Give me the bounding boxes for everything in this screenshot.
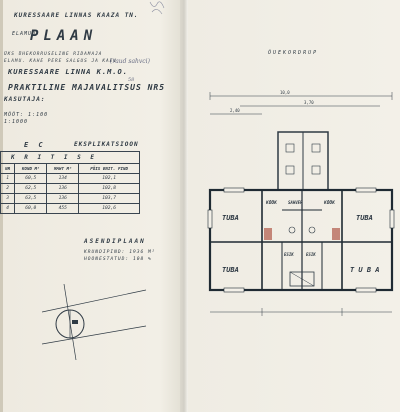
table-row: 3 63,5 136 103,7 [0,193,140,204]
scale-primary: MÕÕT: 1:100 [4,112,49,118]
plot-area: KRUNDIPIND: 1936 M² [84,250,156,255]
table-row: 1 60,5 134 102,1 [0,173,140,184]
floor-plan: 10,0 3,70 2,40 [207,90,395,316]
situation-plan-title: ASENDIPLAAN [84,238,146,245]
column-header: NR [0,163,16,174]
table-cell: 62,5 [14,183,48,194]
table-cell: 3 [0,193,16,204]
table-cell: 103,7 [78,193,140,204]
room-tuba-top-right: TUBA [356,214,373,222]
dimension-total: 10,0 [280,90,290,95]
room-tuba-top-left: TUBA [222,214,239,222]
room-esik-left: ESIK [284,252,294,257]
room-sahver: SAHVER [288,200,303,205]
plan-prefix: ELAMUD [12,31,37,37]
description-line-2: ELAMU. KAHE PERE SALGUS JA KAEV [4,59,117,64]
pen-annotation-2: 58 [128,77,135,83]
table-cell: 136 [46,193,80,204]
built-up-ratio: HOONESTATUD: 108 % [84,257,152,262]
explication-table: K R I T I S E NR KOND M² MAHT M³ PÕIS EN… [0,151,140,214]
table-cell: 1 [0,173,16,184]
column-header: PÕIS ENIT. PIND [78,163,140,174]
table-header-row: NR KOND M² MAHT M³ PÕIS ENIT. PIND [0,163,140,174]
room-esik-right: ESIK [306,252,316,257]
dimension-left: 2,40 [230,108,240,113]
table-cell: 102,6 [78,203,140,214]
project-location: KURESSAARE LINNAS KAAZA TN. [14,12,139,19]
table-prefix-row: K R I T I S E [0,151,140,164]
table-cell: 102,1 [78,173,140,184]
table-cell: 60,5 [14,173,48,184]
table-row: 2 62,5 136 102,8 [0,183,140,194]
table-cell: 134 [46,173,80,184]
room-kook-left: KÖÖK [265,199,277,206]
room-tuba-bottom-right: T U B A [350,266,380,274]
table-cell: 4 [0,203,16,214]
client-label: KASUTAJA: [4,96,46,103]
dimension-mid: 3,70 [304,100,314,105]
paper-fold [180,0,188,412]
table-prefix: K R I T I S E [0,151,140,164]
table-cell: 455 [46,203,80,214]
column-header: MAHT M³ [46,163,80,174]
administration: PRAKTILINE MAJAVALITSUS NR5 [8,83,166,92]
table-cell: 2 [0,183,16,194]
description-line-1: ÜKS ÜHEKORRUSELINE RIDAMAJA [4,52,103,57]
pen-scribble [149,1,165,15]
room-tuba-bottom-left: TUBA [222,266,239,274]
pen-annotation: (raud sahvci) [110,58,150,65]
table-cell: 102,8 [78,183,140,194]
table-cell: 136 [46,183,80,194]
column-header: KOND M² [14,163,48,174]
table-row: 4 60,0 455 102,6 [0,203,140,214]
organization: KURESSAARE LINNA K.M.O. [8,68,128,76]
plan-title: PLAAN [30,28,98,44]
table-cell: 60,0 [14,203,48,214]
courtyard-label: ÕUEKORDRUP [268,50,319,56]
site-plan-sketch [42,283,147,361]
room-kook-right: KÖÖK [323,199,335,206]
explication-title: EKSPLIKATSIOON [74,141,139,148]
explication-title-prefix: E C [24,141,46,149]
table-cell: 63,5 [14,193,48,204]
scale-secondary: 1:1000 [4,119,29,125]
